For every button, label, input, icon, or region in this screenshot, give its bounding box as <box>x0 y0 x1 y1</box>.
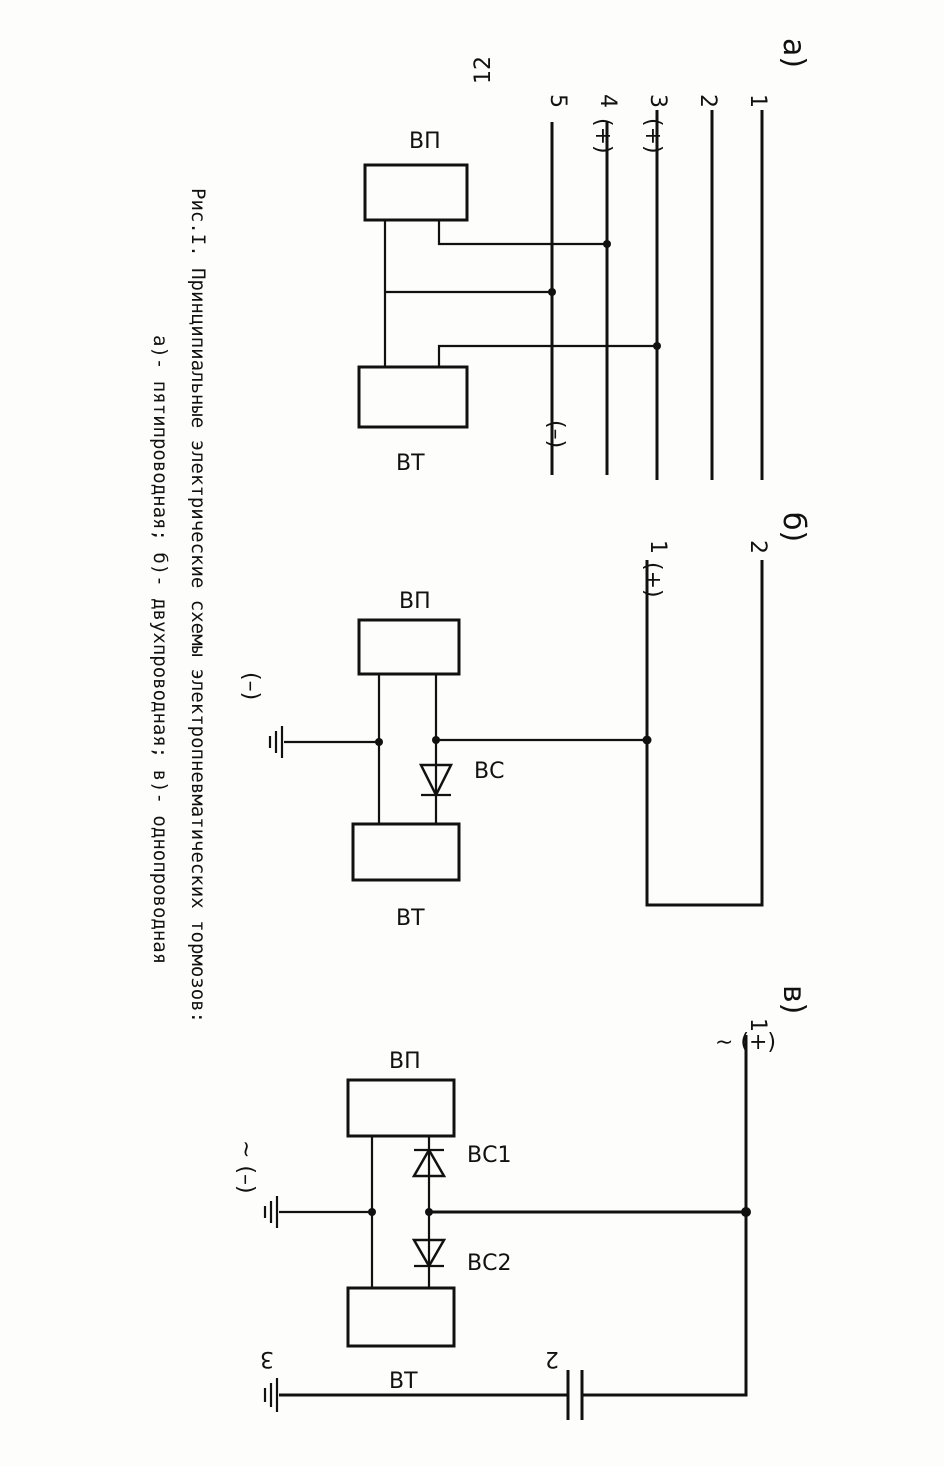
vp-wire <box>437 220 607 246</box>
line-1-plus: (+) <box>640 562 665 598</box>
figure-caption-line-2: а)- пятипроводная; б)- двухпроводная; в)… <box>149 335 171 964</box>
ground-minus: (–) <box>238 672 263 700</box>
vt-label: ВТ <box>396 451 425 476</box>
panel-b-title: б) <box>776 512 811 542</box>
vt-valve-box <box>346 1286 456 1348</box>
diode-1-icon <box>411 1147 447 1178</box>
wire-2-loop <box>645 560 764 907</box>
line-3-sign: (+) <box>640 118 665 154</box>
vt-label: ВТ <box>389 1369 418 1394</box>
vp-valve-box <box>346 1078 456 1138</box>
line-4-sign: (+) <box>590 118 615 154</box>
vp-valve-box <box>357 618 461 676</box>
line-2-number: 2 <box>695 94 720 108</box>
vp-valve-box <box>363 163 469 222</box>
wire-1 <box>599 1035 748 1397</box>
panel-c: в) 1 (+) ~ 2 3 ВП ВТ ВС1 ВС2 <box>233 985 811 1420</box>
diode-1-label: ВС1 <box>467 1143 511 1168</box>
diode-2-label: ВС2 <box>467 1251 511 1276</box>
capacitor-label: 2 <box>545 1346 559 1371</box>
ground-minus-ac: ~ (–) <box>233 1140 258 1194</box>
vt-valve-box <box>357 365 469 429</box>
vp-label: ВП <box>389 1049 421 1074</box>
line-1-number: 1 <box>745 1018 770 1032</box>
panel-c-title: в) <box>776 985 811 1014</box>
vt-label: ВТ <box>396 906 425 931</box>
line-1-number: 1 <box>745 94 770 108</box>
line-4-number: 4 <box>595 94 620 108</box>
junction-dot <box>741 1207 751 1217</box>
line-5-number: 5 <box>545 94 570 108</box>
junction-dot <box>425 1208 433 1216</box>
ground-label-3: 3 <box>260 1346 274 1371</box>
vp-label: ВП <box>399 589 431 614</box>
line-5-minus: (–) <box>543 420 568 448</box>
panel-a: а) 1 2 3 4 5 (+) (+) (–) ВП ВТ <box>357 38 811 480</box>
vt-wire <box>437 344 657 367</box>
line-2-number: 2 <box>745 540 770 554</box>
diode-icon <box>418 763 454 798</box>
line-1-number: 1 <box>645 540 670 554</box>
vt-valve-box <box>351 822 461 882</box>
ground-icon <box>263 1378 279 1412</box>
ground-icon <box>268 726 284 758</box>
panel-b: б) 2 1 (+) ВП ВТ ВС (–) <box>238 512 811 931</box>
vp-label: ВП <box>409 129 441 154</box>
ground-icon <box>263 1196 279 1228</box>
diode-2-icon <box>411 1238 447 1269</box>
diode-label: ВС <box>474 759 504 784</box>
line-3-number: 3 <box>645 94 670 108</box>
panel-a-title: а) <box>776 38 811 68</box>
figure-caption-line-1: Рис.I. Принципиальные электрические схем… <box>187 188 209 1023</box>
page-number: 12 <box>471 56 496 84</box>
